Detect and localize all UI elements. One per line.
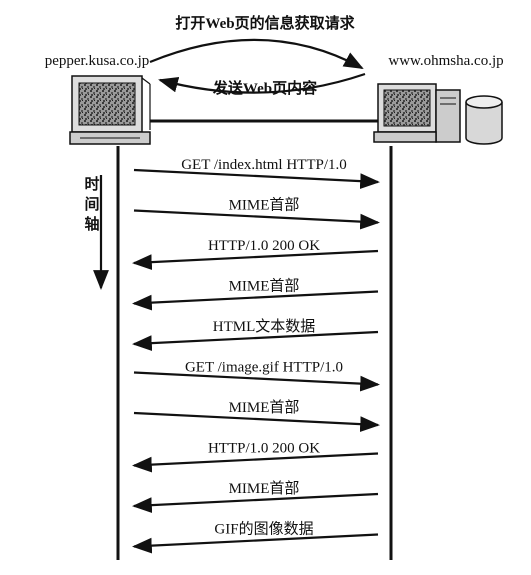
message-arrow [132,249,379,271]
top-response-label: 发送Web页内容 [212,79,317,97]
message-arrow [132,533,379,554]
message-label: GET /image.gif HTTP/1.0 [185,360,343,376]
message-arrow [133,371,380,392]
top-request-label: 打开Web页的信息获取请求 [175,14,355,32]
server-host-label: www.ohmsha.co.jp [388,53,503,69]
message-label: HTTP/1.0 200 OK [208,238,320,254]
response-curve-arrow [158,72,366,94]
message-label: MIME首部 [229,399,300,416]
message-arrow [132,492,379,514]
time-axis-char: 轴 [84,215,99,233]
client-host-label: pepper.kusa.co.jp [45,53,150,69]
message-label: MIME首部 [229,278,300,295]
message-label: HTTP/1.0 200 OK [208,441,320,457]
message-arrow [132,290,379,311]
message-arrow [133,411,380,433]
message-label: MIME首部 [229,480,300,497]
message-label: HTML文本数据 [213,318,316,335]
time-axis-char: 时 [84,176,99,193]
message-arrow [133,168,380,190]
client-computer-icon [69,75,151,145]
message-label: GIF的图像数据 [214,521,313,538]
message-arrow [132,452,379,473]
time-axis: 时 间 轴 [84,175,109,290]
message-label: GET /index.html HTTP/1.0 [181,157,347,173]
message-label: MIME首部 [229,197,300,214]
server-computer-icon [373,83,461,143]
time-axis-char: 间 [84,195,99,213]
message-arrow [133,209,380,230]
request-curve-arrow [149,38,364,69]
database-icon [465,95,503,145]
message-arrow [132,330,379,352]
